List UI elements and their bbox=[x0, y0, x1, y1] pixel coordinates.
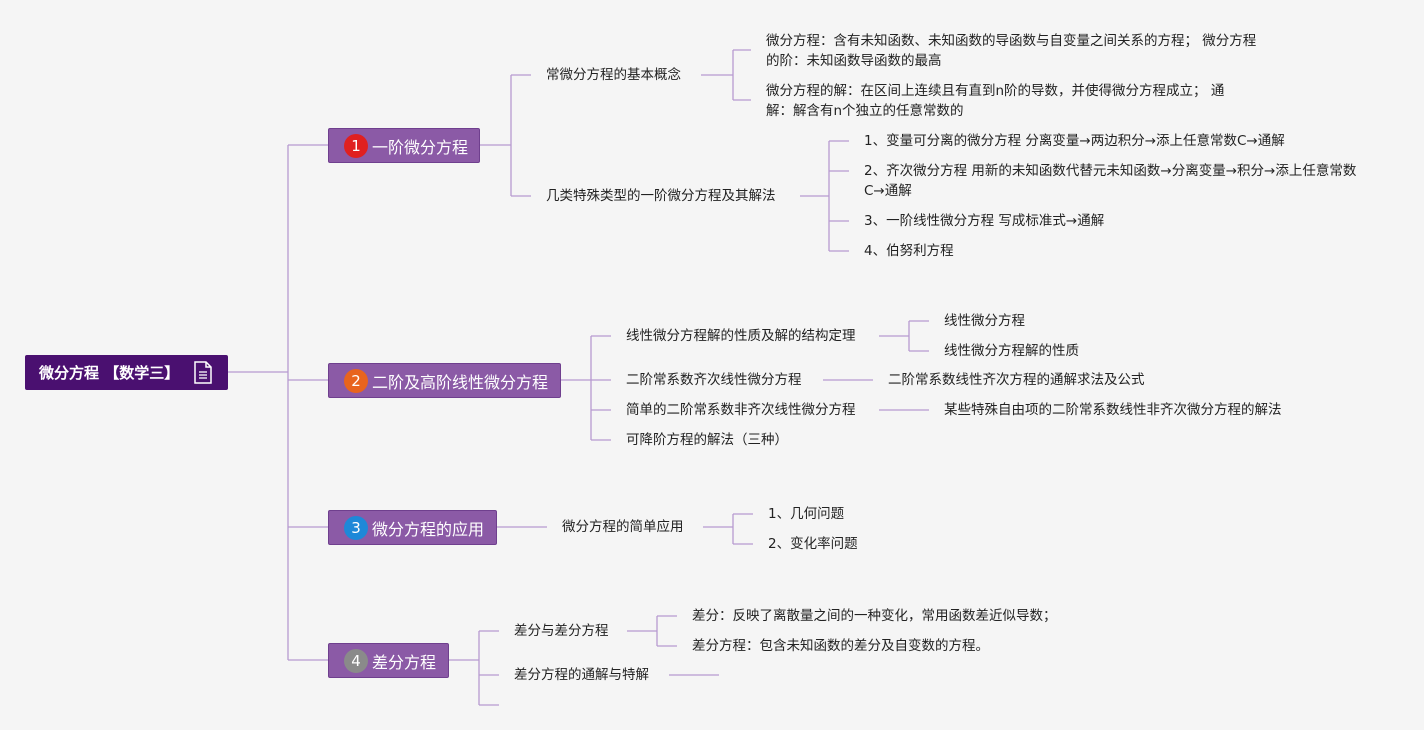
leaf-topic[interactable]: 微分方程的解：在区间上连续且有直到n阶的导数，并使得微分方程成立； 通解：解含有… bbox=[766, 83, 1225, 119]
leaf-topic[interactable]: 2、变化率问题 bbox=[768, 536, 858, 552]
subtopic[interactable]: 差分与差分方程 bbox=[514, 623, 609, 639]
leaf-topic[interactable]: 某些特殊自由项的二阶常系数线性非齐次微分方程的解法 bbox=[944, 402, 1282, 418]
branch-topic-1[interactable]: 1 一阶微分方程 bbox=[328, 128, 480, 163]
subtopic[interactable]: 二阶常系数齐次线性微分方程 bbox=[626, 372, 802, 388]
number-badge-2: 2 bbox=[344, 368, 368, 393]
subtopic[interactable]: 常微分方程的基本概念 bbox=[546, 67, 681, 83]
leaf-topic[interactable]: 线性微分方程 bbox=[944, 313, 1025, 329]
branch-topic-2[interactable]: 2 二阶及高阶线性微分方程 bbox=[328, 363, 561, 398]
branch-topic-label: 二阶及高阶线性微分方程 bbox=[372, 372, 549, 392]
leaf-topic[interactable]: 4、伯努利方程 bbox=[864, 243, 954, 259]
leaf-topic[interactable]: 微分方程：含有未知函数、未知函数的导函数与自变量之间关系的方程； 微分方程的阶：… bbox=[766, 33, 1257, 69]
leaf-topic[interactable]: 差分：反映了离散量之间的一种变化，常用函数差近似导数； bbox=[692, 608, 1057, 624]
document-icon bbox=[194, 361, 212, 384]
leaf-topic[interactable]: 二阶常系数线性齐次方程的通解求法及公式 bbox=[888, 372, 1145, 388]
leaf-topic[interactable]: 2、齐次微分方程 用新的未知函数代替元未知函数→分离变量→积分→添上任意常数C→… bbox=[864, 163, 1357, 199]
number-badge-1: 1 bbox=[344, 133, 368, 158]
branch-topic-3[interactable]: 3 微分方程的应用 bbox=[328, 510, 497, 545]
subtopic[interactable]: 几类特殊类型的一阶微分方程及其解法 bbox=[546, 188, 776, 204]
subtopic[interactable]: 简单的二阶常系数非齐次线性微分方程 bbox=[626, 402, 856, 418]
leaf-topic[interactable]: 差分方程：包含未知函数的差分及自变数的方程。 bbox=[692, 638, 989, 654]
number-badge-4: 4 bbox=[344, 648, 368, 673]
branch-topic-4[interactable]: 4 差分方程 bbox=[328, 643, 449, 678]
branch-topic-label: 差分方程 bbox=[372, 652, 437, 672]
branch-topic-label: 一阶微分方程 bbox=[372, 137, 469, 157]
leaf-topic[interactable]: 线性微分方程解的性质 bbox=[944, 343, 1079, 359]
subtopic[interactable]: 微分方程的简单应用 bbox=[562, 519, 684, 535]
leaf-topic[interactable]: 1、变量可分离的微分方程 分离变量→两边积分→添上任意常数C→通解 bbox=[864, 133, 1285, 149]
number-badge-3: 3 bbox=[344, 515, 368, 540]
leaf-topic[interactable]: 3、一阶线性微分方程 写成标准式→通解 bbox=[864, 213, 1105, 229]
subtopic[interactable]: 可降阶方程的解法（三种） bbox=[626, 432, 788, 448]
root-topic-label: 微分方程 【数学三】 bbox=[39, 364, 180, 382]
subtopic[interactable]: 差分方程的通解与特解 bbox=[514, 667, 649, 683]
subtopic[interactable]: 线性微分方程解的性质及解的结构定理 bbox=[626, 328, 856, 344]
root-topic[interactable]: 微分方程 【数学三】 bbox=[25, 355, 228, 390]
leaf-topic[interactable]: 1、几何问题 bbox=[768, 506, 845, 522]
branch-topic-label: 微分方程的应用 bbox=[372, 519, 485, 539]
